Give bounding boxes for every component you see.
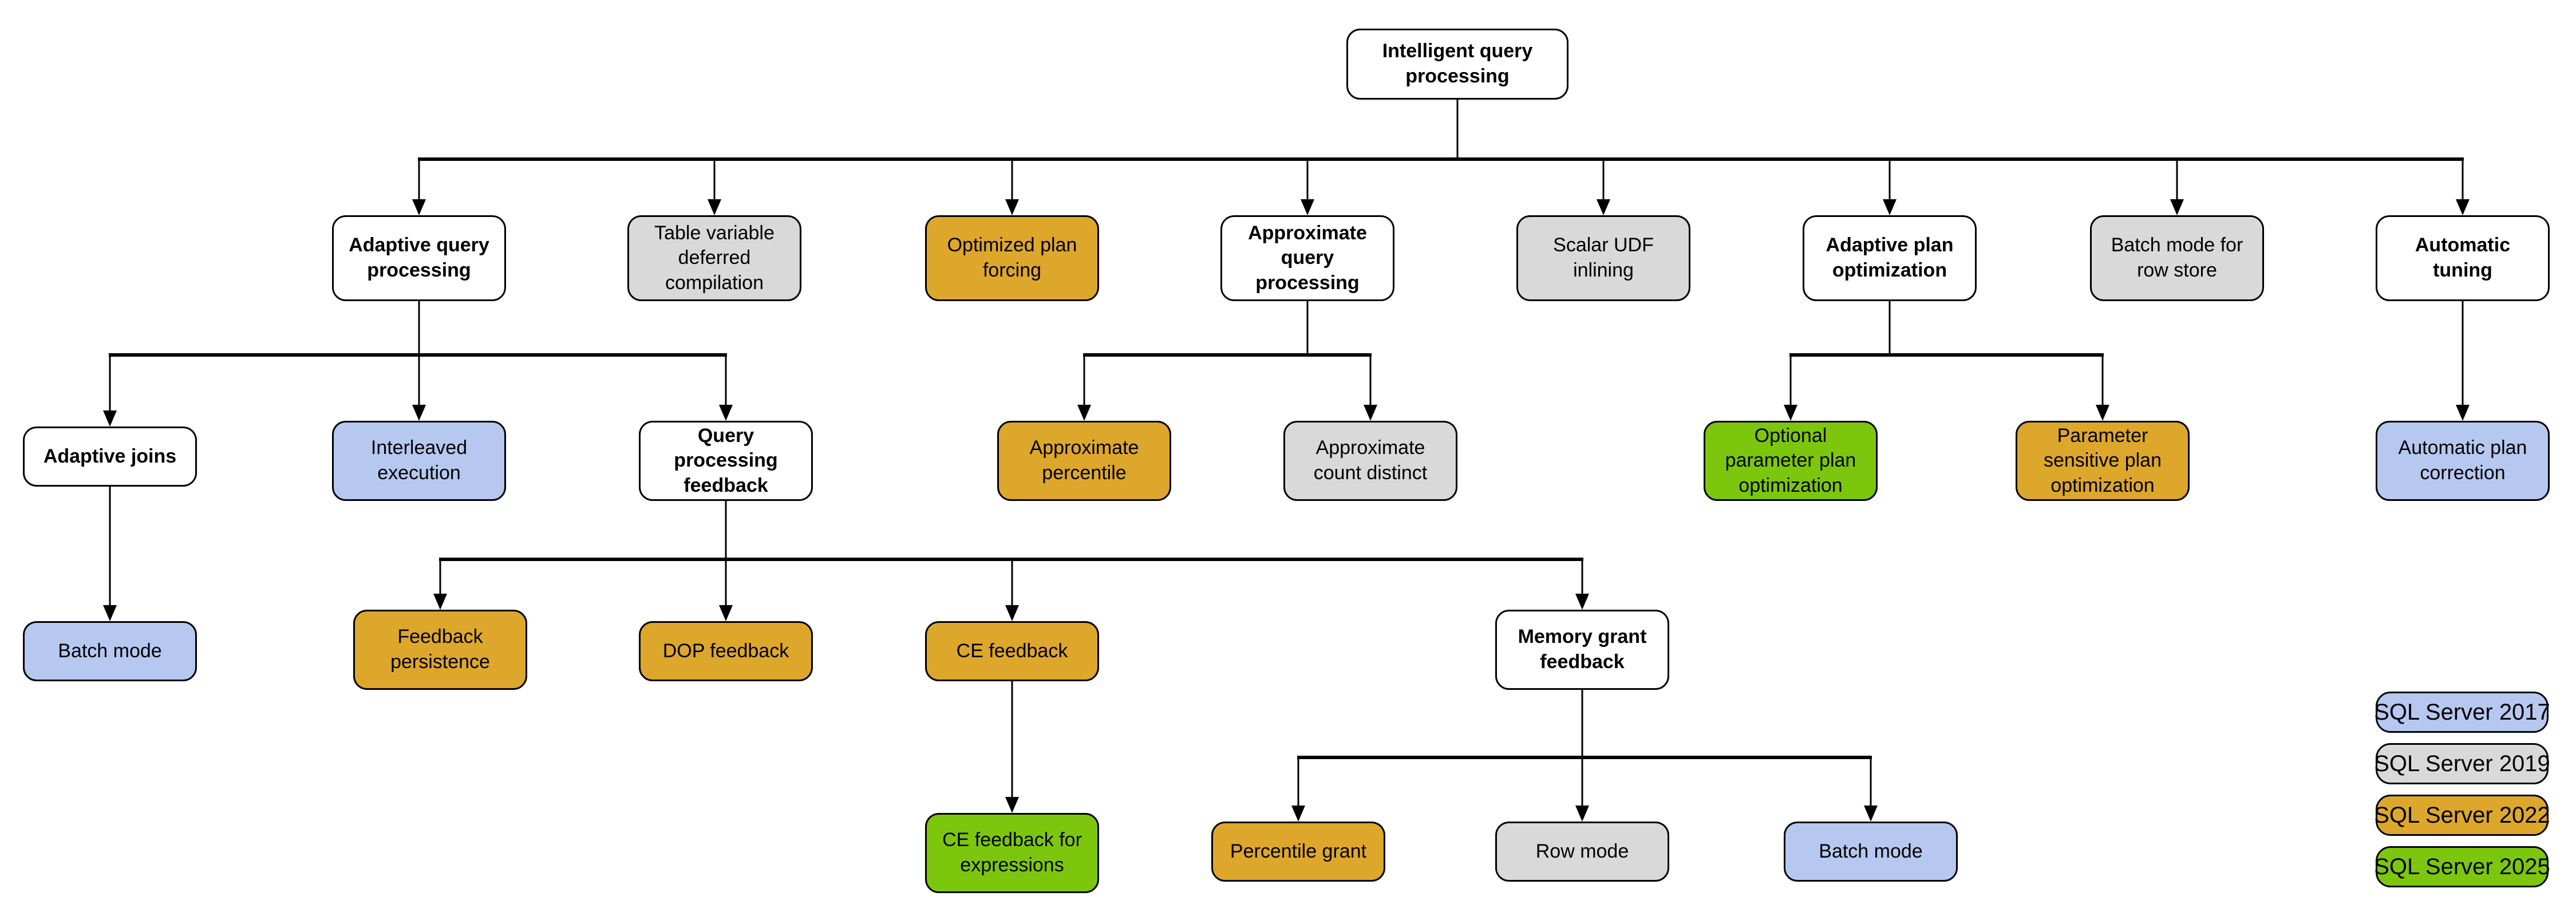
arrowhead-icon <box>1291 806 1305 822</box>
legend-sql-server-2025: SQL Server 2025 <box>2374 846 2550 887</box>
node-intelligent-query-processing: Intelligent query processing <box>1346 29 1568 100</box>
node-scalar-udf-inlining: Scalar UDF inlining <box>1516 215 1690 301</box>
node-percentile-grant: Percentile grant <box>1211 822 1385 882</box>
arrowhead-icon <box>1005 605 1019 621</box>
node-batch-mode: Batch mode <box>1784 822 1958 882</box>
node-interleaved-execution: Interleaved execution <box>332 421 506 501</box>
arrowhead-icon <box>2456 199 2470 215</box>
arrowhead-icon <box>1864 806 1878 822</box>
node-approximate-query-processing: Approximate query processing <box>1220 215 1394 301</box>
node-parameter-sensitive-plan-optimization: Parameter sensitive plan optimization <box>2016 421 2190 501</box>
arrowhead-icon <box>1883 199 1897 215</box>
arrowhead-icon <box>719 605 733 621</box>
arrowhead-icon <box>719 405 733 421</box>
node-ce-feedback: CE feedback <box>925 621 1099 681</box>
node-adaptive-plan-optimization: Adaptive plan optimization <box>1803 215 1977 301</box>
node-adaptive-joins: Adaptive joins <box>23 427 197 487</box>
arrowhead-icon <box>103 410 117 427</box>
arrowhead-icon <box>1005 797 1019 813</box>
node-batch-mode-for-row-store: Batch mode for row store <box>2090 215 2264 301</box>
node-automatic-tuning: Automatic tuning <box>2376 215 2550 301</box>
arrowhead-icon <box>1005 199 1019 215</box>
node-optimized-plan-forcing: Optimized plan forcing <box>925 215 1099 301</box>
arrowhead-icon <box>2170 199 2184 215</box>
arrowhead-icon <box>2456 405 2470 421</box>
arrowhead-icon <box>2096 405 2109 421</box>
arrowhead-icon <box>433 594 447 610</box>
node-adaptive-query-processing: Adaptive query processing <box>332 215 506 301</box>
legend-sql-server-2017: SQL Server 2017 <box>2374 692 2550 733</box>
node-table-variable-deferred-compilation: Table variable deferred compilation <box>627 215 801 301</box>
node-row-mode: Row mode <box>1495 822 1669 882</box>
arrowhead-icon <box>412 199 426 215</box>
node-approximate-percentile: Approximate percentile <box>997 421 1171 501</box>
legend-sql-server-2022: SQL Server 2022 <box>2374 795 2550 836</box>
legend-sql-server-2019: SQL Server 2019 <box>2374 743 2550 784</box>
node-ce-feedback-for-expressions: CE feedback for expressions <box>925 813 1099 893</box>
node-feedback-persistence: Feedback persistence <box>353 610 527 690</box>
node-approximate-count-distinct: Approximate count distinct <box>1283 421 1457 501</box>
node-dop-feedback: DOP feedback <box>639 621 813 681</box>
node-query-processing-feedback: Query processing feedback <box>639 421 813 501</box>
node-optional-parameter-plan-optimization: Optional parameter plan optimization <box>1704 421 1878 501</box>
node-automatic-plan-correction: Automatic plan correction <box>2376 421 2550 501</box>
node-batch-mode: Batch mode <box>23 621 197 681</box>
arrowhead-icon <box>1784 405 1797 421</box>
arrowhead-icon <box>708 199 721 215</box>
arrowhead-icon <box>1575 594 1589 610</box>
arrowhead-icon <box>1301 199 1314 215</box>
arrowhead-icon <box>1077 405 1091 421</box>
arrowhead-icon <box>412 405 426 421</box>
arrowhead-icon <box>1575 806 1589 822</box>
arrowhead-icon <box>103 605 117 621</box>
node-memory-grant-feedback: Memory grant feedback <box>1495 610 1669 690</box>
arrowhead-icon <box>1364 405 1377 421</box>
arrowhead-icon <box>1597 199 1610 215</box>
